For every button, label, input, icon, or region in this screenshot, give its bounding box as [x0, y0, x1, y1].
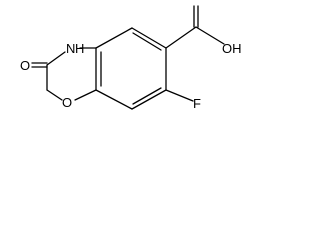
bond-c5-c6-inner [132, 32, 162, 51]
atom-label-ring-oxygen: O [62, 95, 72, 110]
bond-c5-c6 [131, 27, 167, 49]
bond-c3-nh [46, 51, 66, 66]
bond-cooh-oh [195, 26, 225, 45]
bond-c7-fluorine [165, 89, 194, 102]
atom-label-fluorine: F [193, 96, 201, 111]
atom-label-carbonyl-oxygen: O [20, 58, 30, 73]
chemical-structure-diagram: N H O O F OH [20, 5, 242, 111]
bond-c8-c8a [95, 89, 133, 110]
bond-ring-o-c8a [74, 89, 97, 101]
bond-c4a-c5 [95, 27, 133, 49]
atom-label-n: N [66, 41, 75, 56]
bond-c6-cooh [165, 26, 197, 49]
bond-c7-c8-inner [132, 87, 162, 105]
bond-ch2-ring-o [46, 89, 63, 101]
atom-label-nh-hydrogen: H [75, 41, 84, 56]
bond-c7-c8 [131, 89, 167, 110]
atom-label-hydroxyl: OH [222, 41, 242, 56]
